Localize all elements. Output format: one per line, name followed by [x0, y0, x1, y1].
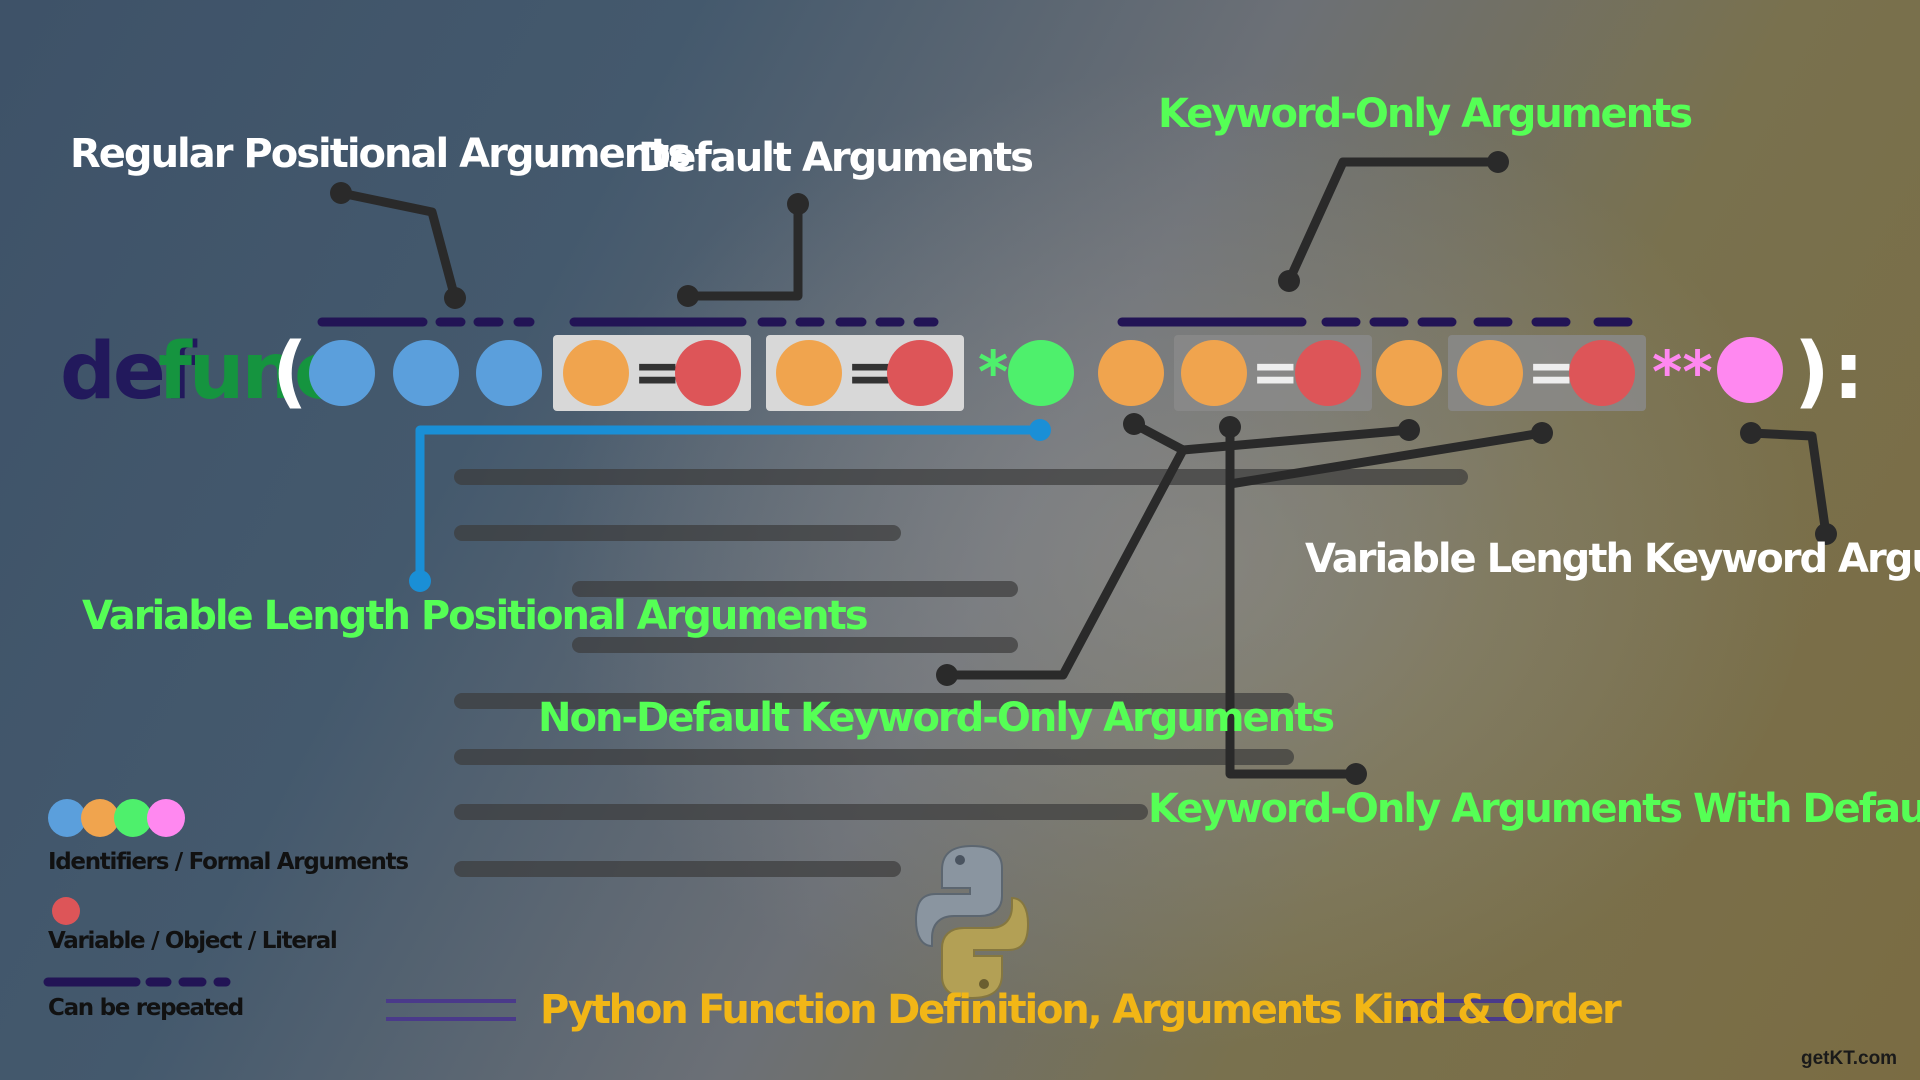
connector-line: [1225, 427, 1356, 779]
close-paren: ): [1794, 327, 1830, 417]
connector-dot: [1029, 419, 1051, 441]
connector-dot: [1487, 151, 1509, 173]
python-logo-icon: [914, 844, 1030, 1000]
legend-swatch-blue: [48, 799, 86, 837]
connector-dot: [1531, 422, 1553, 444]
connector-dot: [1345, 763, 1367, 785]
kwonly-default-value-circle: [1295, 340, 1361, 406]
colon: :: [1833, 327, 1864, 417]
kwonly-arg-circle: [1098, 340, 1164, 406]
label-var-keyword: Variable Length Keyword Arguments: [1305, 536, 1920, 582]
var-positional-circle: [1008, 340, 1074, 406]
connector-line: [947, 447, 1187, 680]
legend-swatch-pink: [147, 799, 185, 837]
var-keyword-stars: **: [1652, 338, 1713, 406]
equals-sign: =: [846, 338, 895, 406]
legend-variable: Variable / Object / Literal: [48, 928, 337, 954]
connector-line: [1750, 428, 1831, 535]
connector-dot: [330, 182, 352, 204]
connector-line-blue: [415, 425, 1040, 581]
var-positional-star: *: [978, 338, 1008, 406]
brand-watermark: getKT.com: [1801, 1048, 1897, 1069]
positional-arg-circle: [309, 340, 375, 406]
equals-sign: =: [1527, 338, 1576, 406]
signature-row: def func ( = = * = = ** ) :: [60, 327, 1864, 417]
equals-sign: =: [1251, 338, 1300, 406]
legend-identifiers: Identifiers / Formal Arguments: [48, 849, 408, 875]
connector-dot: [1219, 416, 1241, 438]
legend-repeated: Can be repeated: [48, 995, 243, 1021]
connector-dot: [444, 287, 466, 309]
default-arg-name-circle: [776, 340, 842, 406]
labels: Regular Positional Arguments Default Arg…: [70, 91, 1920, 832]
legend-swatch-red: [52, 897, 80, 925]
kwonly-default-name-circle: [1181, 340, 1247, 406]
diagram-title: Python Function Definition, Arguments Ki…: [540, 987, 1622, 1033]
def-keyword: def: [60, 327, 198, 417]
connector-line: [340, 188, 460, 300]
label-keyword-only: Keyword-Only Arguments: [1158, 91, 1691, 137]
default-arg-value-circle: [675, 340, 741, 406]
connector-line: [1229, 428, 1543, 489]
default-arg-name-circle: [563, 340, 629, 406]
connector-dot: [409, 570, 431, 592]
connectors: [330, 151, 1837, 785]
connector-dot: [787, 193, 809, 215]
legend-swatch-orange: [81, 799, 119, 837]
kwonly-default-value-circle: [1569, 340, 1635, 406]
connector-line: [688, 204, 803, 301]
footer-title: Python Function Definition, Arguments Ki…: [386, 987, 1624, 1033]
label-kwonly-defaults: Keyword-Only Arguments With Defaults: [1148, 786, 1920, 832]
label-default-arguments: Default Arguments: [638, 135, 1032, 181]
default-arg-value-circle: [887, 340, 953, 406]
connector-dot: [936, 664, 958, 686]
kwonly-arg-circle: [1376, 340, 1442, 406]
label-var-positional: Variable Length Positional Arguments: [82, 593, 867, 639]
label-regular-positional: Regular Positional Arguments: [70, 131, 689, 177]
connector-line: [1131, 420, 1410, 455]
var-keyword-circle: [1717, 337, 1783, 403]
positional-arg-circle: [393, 340, 459, 406]
connector-dot: [677, 285, 699, 307]
connector-line: [1284, 157, 1498, 283]
equals-sign: =: [633, 338, 682, 406]
connector-dot: [1398, 419, 1420, 441]
connector-dot: [1740, 422, 1762, 444]
connector-dot: [1123, 413, 1145, 435]
connector-dot: [1815, 523, 1837, 545]
positional-arg-circle: [476, 340, 542, 406]
legend: Identifiers / Formal Arguments Variable …: [43, 799, 410, 1021]
legend-swatch-green: [114, 799, 152, 837]
open-paren: (: [272, 327, 308, 417]
kwonly-default-name-circle: [1457, 340, 1523, 406]
label-non-default-kwonly: Non-Default Keyword-Only Arguments: [538, 695, 1333, 741]
connector-dot: [1278, 270, 1300, 292]
